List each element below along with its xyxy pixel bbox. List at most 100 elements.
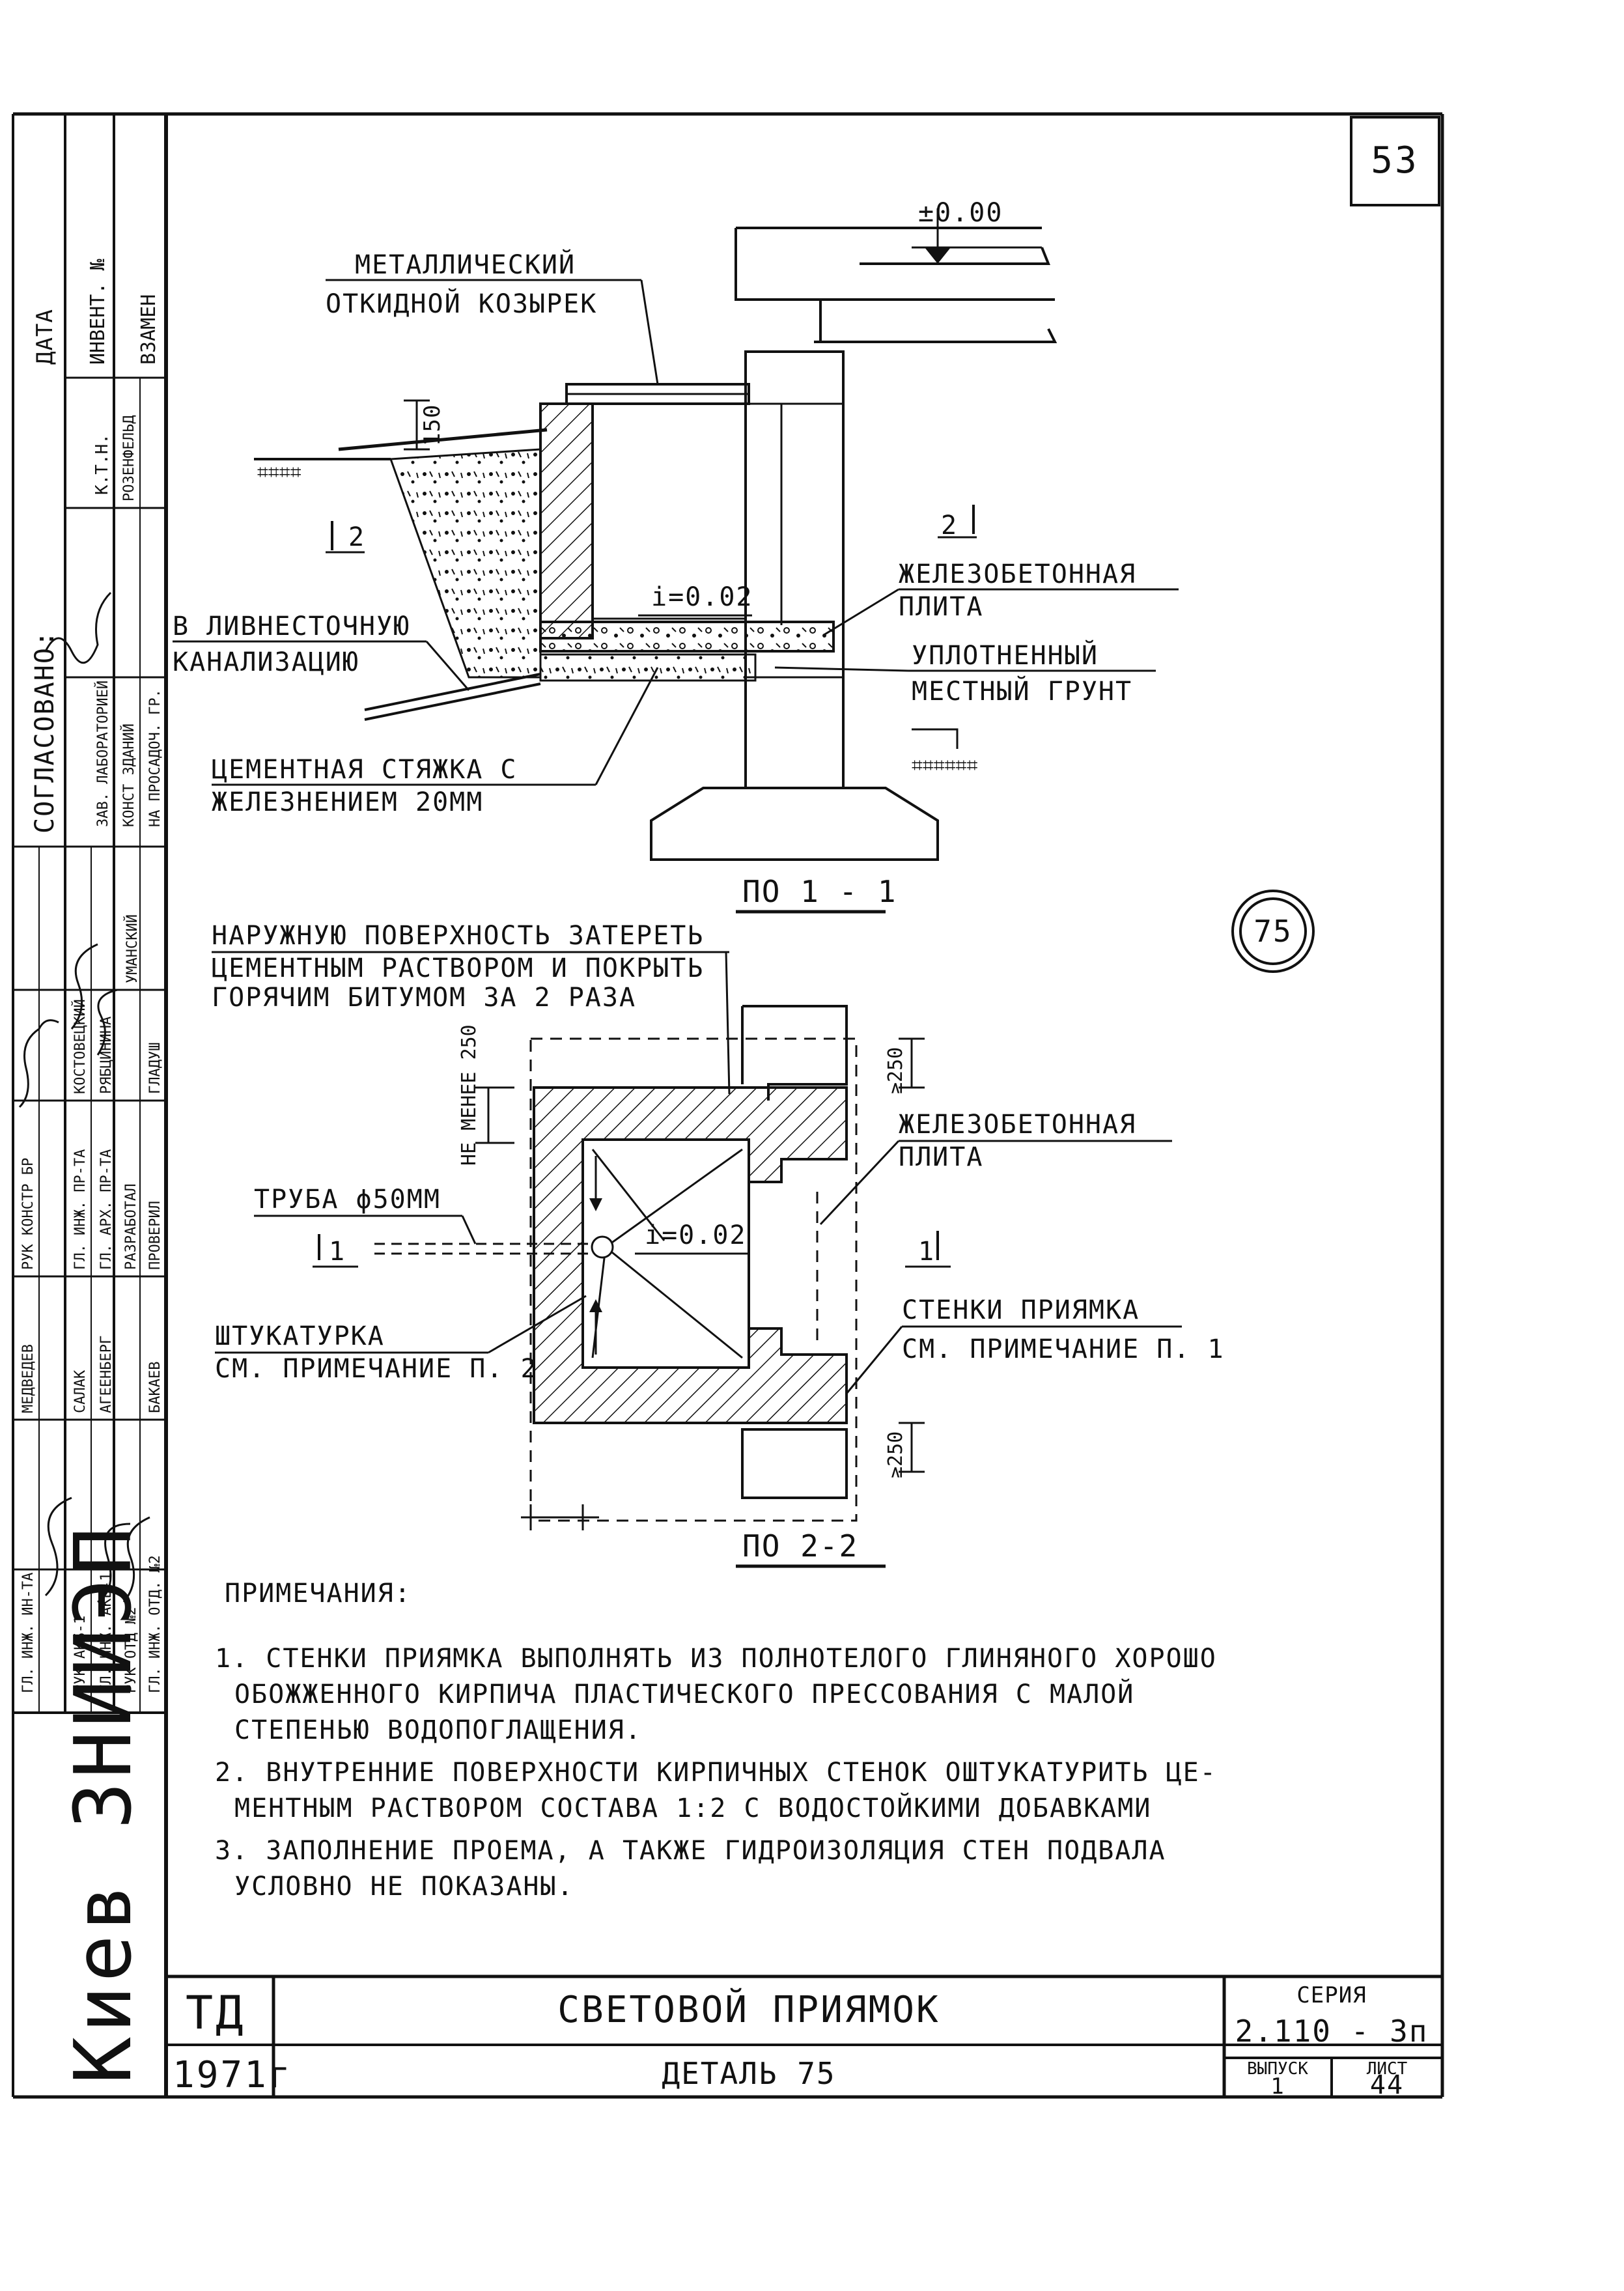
title-td: ТД xyxy=(186,1986,245,2040)
label-slab2-2: ПЛИТА xyxy=(899,1142,983,1172)
note-line-7: УСЛОВНО НЕ ПОКАЗАНЫ. xyxy=(234,1872,574,1902)
dim-bottom-250: ≥250 xyxy=(884,1431,907,1478)
person-name-3: САЛАК xyxy=(72,1370,89,1413)
sheet-frame xyxy=(12,112,1444,2099)
pit-slab xyxy=(539,621,835,653)
level-mark-arrow xyxy=(925,247,951,264)
notes-heading: ПРИМЕЧАНИЯ: xyxy=(225,1579,412,1609)
approval-role-3: НА ПРОСАДОЧ. ГР. xyxy=(147,689,163,827)
person-name-7: РАЗРАБОТАЛ xyxy=(123,1184,139,1270)
svg-text:⌗⌗⌗⌗⌗⌗: ⌗⌗⌗⌗⌗⌗ xyxy=(912,754,977,777)
cut-mark-plan-left: 1 xyxy=(329,1237,346,1267)
header-date: ДАТА xyxy=(32,309,58,365)
label-screed-1: ЦЕМЕНТНАЯ СТЯЖКА С xyxy=(212,755,517,785)
pit-inner xyxy=(591,402,747,620)
label-walls-1: СТЕНКИ ПРИЯМКА xyxy=(902,1295,1140,1325)
title-block: ТД 1971г СВЕТОВОЙ ПРИЯМОК ДЕТАЛЬ 75 СЕРИ… xyxy=(166,1975,1442,2100)
cut-mark-left: 2 xyxy=(348,522,365,552)
dim-150: 150 xyxy=(419,404,445,446)
footing xyxy=(650,787,939,861)
pit-screed xyxy=(539,653,757,682)
notes: ПРИМЕЧАНИЯ: 1. СТЕНКИ ПРИЯМКА ВЫПОЛНЯТЬ … xyxy=(215,1579,1217,1902)
slope-2: i=0.02 xyxy=(645,1220,747,1250)
signatures xyxy=(18,591,150,1603)
person-role-6: ГЛ. АРХ. ПР-ТА xyxy=(98,1149,115,1270)
note-line-2: ОБОЖЖЕННОГО КИРПИЧА ПЛАСТИЧЕСКОГО ПРЕССО… xyxy=(234,1678,1134,1709)
title-main: СВЕТОВОЙ ПРИЯМОК xyxy=(557,1988,940,2031)
person-role-7: РУК ОТД №2 xyxy=(123,1607,139,1693)
person-name-8: БАКАЕВ xyxy=(147,1362,163,1413)
approval-role-2: ЗАВ. ЛАБОРАТОРИЕЙ xyxy=(94,681,111,827)
person-role-2: РУК КОНСТР БР xyxy=(20,1158,36,1270)
basement-wall xyxy=(744,350,845,789)
approval-name-1: РОЗЕНФЕЛЬД xyxy=(121,415,137,501)
header-replace: ВЗАМЕН xyxy=(137,294,160,365)
label-soil-1: УПЛОТНЕННЫЙ xyxy=(912,640,1099,671)
approval-name-2: КОНСТ ЗДАНИЙ xyxy=(120,724,137,827)
slope-1: i=0.02 xyxy=(651,582,753,612)
label-drain-1: В ЛИВНЕСТОЧНУЮ xyxy=(173,611,410,641)
series-label: СЕРИЯ xyxy=(1296,1982,1366,2008)
section-1-1: ±0.00 ⌗⌗⌗⌗ ⌗⌗⌗⌗⌗⌗ 150 xyxy=(173,198,1179,914)
person-role-3: РУК АКБ-1 xyxy=(72,1616,89,1693)
label-slab-1: ЖЕЛЕЗОБЕТОННАЯ xyxy=(899,559,1136,589)
label-slab-2: ПЛИТА xyxy=(899,592,983,622)
person-role-1: ГЛ. ИНЖ. ИН-ТА xyxy=(20,1573,36,1693)
note-line-4: 2. ВНУТРЕННИЕ ПОВЕРХНОСТИ КИРПИЧНЫХ СТЕН… xyxy=(215,1758,1217,1788)
person-name-9: ГЛАДУШ xyxy=(147,1043,163,1094)
section-1-title: ПО 1 - 1 xyxy=(742,874,897,909)
pit-wall xyxy=(539,402,594,640)
detail-number: 75 xyxy=(1253,914,1292,949)
label-surface-2: ЦЕМЕНТНЫМ РАСТВОРОМ И ПОКРЫТЬ xyxy=(212,953,704,983)
dim-min-250: НЕ МЕНЕЕ 250 xyxy=(458,1024,481,1166)
note-line-1: 1. СТЕНКИ ПРИЯМКА ВЫПОЛНЯТЬ ИЗ ПОЛНОТЕЛО… xyxy=(215,1644,1217,1674)
section-2-title: ПО 2-2 xyxy=(742,1528,858,1564)
label-screed-2: ЖЕЛЕЗНЕНИЕМ 20ММ xyxy=(212,787,483,817)
issue-value: 1 xyxy=(1270,2073,1284,2100)
person-name-6: РЯБЦИНИНА xyxy=(98,1017,115,1094)
label-canopy-2: ОТКИДНОЙ КОЗЫРЕК xyxy=(326,288,597,319)
drain-point xyxy=(591,1235,614,1259)
page-number-box: 53 xyxy=(1350,116,1440,206)
label-soil-2: МЕСТНЫЙ ГРУНТ xyxy=(912,675,1132,707)
section-2-2: i=0.02 1 1 НЕ МЕНЕЕ 250 ≥250 ≥250 НАРУЖН… xyxy=(212,921,1225,1568)
drain-pipe xyxy=(364,673,541,721)
title-year: 1971г xyxy=(173,2054,292,2096)
note-line-5: МЕНТНЫМ РАСТВОРОМ СОСТАВА 1:2 С ВОДОСТОЙ… xyxy=(234,1792,1151,1823)
dashed-envelope xyxy=(529,1037,858,1522)
page-number: 53 xyxy=(1371,139,1418,182)
note-line-6: 3. ЗАПОЛНЕНИЕ ПРОЕМА, А ТАКЖЕ ГИДРОИЗОЛЯ… xyxy=(215,1836,1166,1866)
dim-top-250: ≥250 xyxy=(884,1047,907,1094)
level-mark: ±0.00 xyxy=(918,198,1003,228)
header-inventory: ИНВЕНТ. № xyxy=(87,259,109,365)
sheet-value: 44 xyxy=(1370,2070,1404,2100)
label-drain-2: КАНАЛИЗАЦИЮ xyxy=(173,647,359,677)
label-canopy-1: МЕТАЛЛИЧЕСКИЙ xyxy=(355,249,576,280)
cut-mark-right: 2 xyxy=(941,511,958,541)
issue-label: ВЫПУСК xyxy=(1247,2059,1308,2079)
org-name: Киев ЗНИИЭП xyxy=(59,1523,149,2084)
note-line-3: СТЕПЕНЬЮ ВОДОПОГЛАЩЕНИЯ. xyxy=(234,1715,642,1745)
title-sub: ДЕТАЛЬ 75 xyxy=(662,2056,835,2091)
label-surface-3: ГОРЯЧИМ БИТУМОМ ЗА 2 РАЗА xyxy=(212,983,636,1013)
label-plaster-1: ШТУКАТУРКА xyxy=(215,1321,385,1351)
sheet-label: ЛИСТ xyxy=(1367,2059,1408,2079)
detail-marker: 75 xyxy=(1231,890,1315,973)
label-pipe: ТРУБА ϕ50ММ xyxy=(254,1185,441,1215)
label-surface-1: НАРУЖНУЮ ПОВЕРХНОСТЬ ЗАТЕРЕТЬ xyxy=(212,921,704,951)
series-value: 2.110 - 3п xyxy=(1235,2014,1429,2049)
person-role-8: ГЛ. ИНЖ. ОТД. №2 xyxy=(147,1555,163,1693)
people-table: ГЛ. ИНЖ. ИН-ТА МЕДВЕДЕВ РУК КОНСТР БР УМ… xyxy=(20,914,163,1693)
person-name-2: УМАНСКИЙ xyxy=(124,914,141,983)
person-role-4: ГЛ. ИНЖ. ПР-ТА xyxy=(72,1149,89,1270)
approval-role-1: К.Т.Н. xyxy=(92,434,112,495)
approval-title: СОГЛАСОВАНО: xyxy=(30,630,60,834)
label-plaster-2: СМ. ПРИМЕЧАНИЕ П. 2 xyxy=(215,1354,538,1384)
person-role-9: ПРОВЕРИЛ xyxy=(147,1201,163,1270)
backfill xyxy=(389,448,542,679)
label-walls-2: СМ. ПРИМЕЧАНИЕ П. 1 xyxy=(902,1334,1225,1364)
person-name-1: МЕДВЕДЕВ xyxy=(20,1344,36,1413)
label-slab2-1: ЖЕЛЕЗОБЕТОННАЯ xyxy=(899,1110,1136,1140)
left-approval-strip: ДАТА ИНВЕНТ. № ВЗАМЕН СОГЛАСОВАНО: К.Т.Н… xyxy=(13,114,166,2084)
